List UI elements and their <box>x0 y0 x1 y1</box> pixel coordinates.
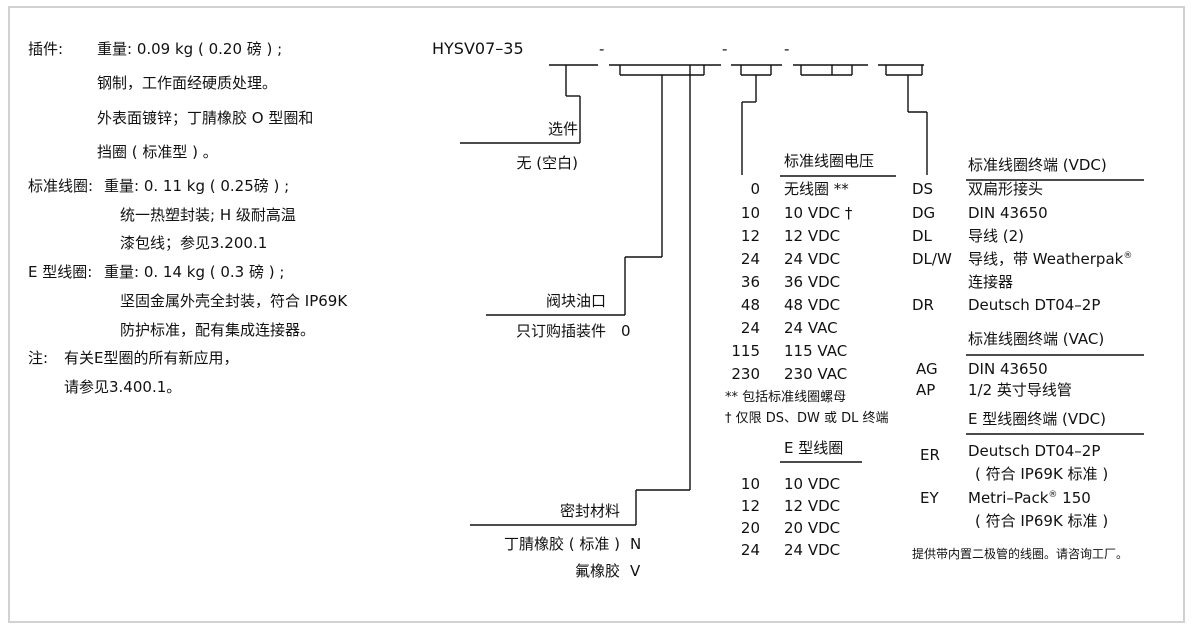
note-line: 钢制，工作面经硬质处理。 <box>97 74 278 92</box>
voltage-label: 20 VDC <box>784 519 841 537</box>
term-desc: Deutsch DT04–2P <box>968 296 1101 314</box>
options-header: 选件 <box>547 120 578 138</box>
voltage-label: 24 VDC <box>784 541 841 559</box>
term-code: DG <box>912 204 936 222</box>
term-code: ER <box>920 446 940 464</box>
voltage-label: 24 VAC <box>784 319 838 337</box>
code-dash: - <box>784 40 790 58</box>
registered-mark: ® <box>1123 251 1133 261</box>
term-desc: ( 符合 IP69K 标准 ) <box>975 512 1109 530</box>
voltage-label: 48 VDC <box>784 296 841 314</box>
voltage-code: 230 <box>731 365 760 383</box>
term-desc: 导线 (2) <box>968 227 1025 245</box>
note-line: 重量: 0.09 kg ( 0.20 磅 ) ; <box>97 40 283 58</box>
seal-item-name: 氟橡胶 <box>574 562 620 580</box>
term-desc: ( 符合 IP69K 标准 ) <box>975 465 1109 483</box>
footer-note: 提供带内置二极管的线圈。请咨询工厂。 <box>912 547 1129 561</box>
term-e-header: E 型线圈终端 (VDC) <box>968 410 1107 428</box>
term-desc: Deutsch DT04–2P <box>968 442 1101 460</box>
voltage-code: 36 <box>740 273 760 291</box>
voltage-label: 无线圈 ** <box>784 180 849 198</box>
model-code: HYSV07–35 <box>432 39 524 58</box>
port-header: 阀块油口 <box>545 292 606 310</box>
footnote: ** 包括标准线圈螺母 <box>725 390 847 405</box>
options-item-name: 无 (空白) <box>516 154 578 172</box>
e-voltage-header: E 型线圈 <box>784 439 844 457</box>
voltage-code: 24 <box>740 541 760 559</box>
term-code: DS <box>912 180 934 198</box>
voltage-label: 10 VDC † <box>784 204 853 222</box>
note-label-note: 注: <box>28 349 49 367</box>
registered-mark: ® <box>1048 490 1058 500</box>
voltage-code: 24 <box>740 250 760 268</box>
note-line: 有关E型圈的所有新应用， <box>64 349 239 367</box>
voltage-code: 48 <box>740 296 760 314</box>
voltage-label: 12 VDC <box>784 227 841 245</box>
port-item-code: 0 <box>621 322 631 340</box>
seal-header: 密封材料 <box>559 502 620 520</box>
footnote: † 仅限 DS、DW 或 DL 终端 <box>725 411 889 426</box>
note-line: 外表面镀锌；丁腈橡胶 O 型圈和 <box>97 109 314 127</box>
note-line: 防护标准，配有集成连接器。 <box>120 321 316 339</box>
seal-item-code: V <box>630 562 641 580</box>
term-vac-header: 标准线圈终端 (VAC) <box>968 330 1105 348</box>
voltage-label: 230 VAC <box>784 365 848 383</box>
term-desc: 双扁形接头 <box>968 180 1044 198</box>
term-vdc-header: 标准线圈终端 (VDC) <box>968 156 1107 174</box>
term-code: DL/W <box>912 250 952 268</box>
voltage-label: 24 VDC <box>784 250 841 268</box>
voltage-code: 115 <box>731 342 760 360</box>
term-desc: 导线，带 Weatherpak® <box>968 250 1133 268</box>
term-code: DR <box>912 296 934 314</box>
voltage-code: 0 <box>750 180 760 198</box>
term-code: AP <box>916 381 936 399</box>
note-label-e-coil: E 型线圈: <box>28 263 93 281</box>
note-line: 挡圈 ( 标准型 ) 。 <box>97 143 218 161</box>
term-code: AG <box>916 360 938 378</box>
note-line: 统一热塑封装; H 级耐高温 <box>120 206 296 224</box>
note-line: 重量: 0. 14 kg ( 0.3 磅 ) ; <box>104 263 285 281</box>
voltage-code: 10 <box>740 475 760 493</box>
port-item-name: 只订购插装件 <box>515 322 606 340</box>
code-dash: - <box>599 40 605 58</box>
seal-item-code: N <box>630 535 642 553</box>
voltage-code: 20 <box>740 519 760 537</box>
voltage-label: 115 VAC <box>784 342 848 360</box>
term-code: DL <box>912 227 932 245</box>
diagram-frame <box>8 6 1185 623</box>
term-desc: DIN 43650 <box>968 204 1048 222</box>
term-desc: Metri–Pack® 150 <box>968 489 1091 507</box>
note-line: 请参见3.400.1。 <box>64 378 182 396</box>
seal-item-name: 丁腈橡胶 ( 标准 ) <box>503 535 620 553</box>
note-line: 漆包线；参见3.200.1 <box>120 234 268 252</box>
note-line: 重量: 0. 11 kg ( 0.25磅 ) ; <box>104 177 290 195</box>
note-line: 坚固金属外壳全封装，符合 IP69K <box>120 292 348 310</box>
term-desc: 连接器 <box>968 273 1014 291</box>
code-dash: - <box>722 40 728 58</box>
voltage-code: 10 <box>740 204 760 222</box>
voltage-label: 36 VDC <box>784 273 841 291</box>
voltage-code: 12 <box>740 227 760 245</box>
voltage-code: 12 <box>740 497 760 515</box>
term-desc: 1/2 英寸导线管 <box>968 381 1072 399</box>
voltage-label: 12 VDC <box>784 497 841 515</box>
voltage-code: 24 <box>740 319 760 337</box>
voltage-label: 10 VDC <box>784 475 841 493</box>
note-label-cartridge: 插件: <box>28 40 64 58</box>
std-voltage-header: 标准线圈电压 <box>784 152 875 170</box>
term-code: EY <box>920 489 939 507</box>
note-label-std-coil: 标准线圈: <box>28 177 94 195</box>
term-desc: DIN 43650 <box>968 360 1048 378</box>
